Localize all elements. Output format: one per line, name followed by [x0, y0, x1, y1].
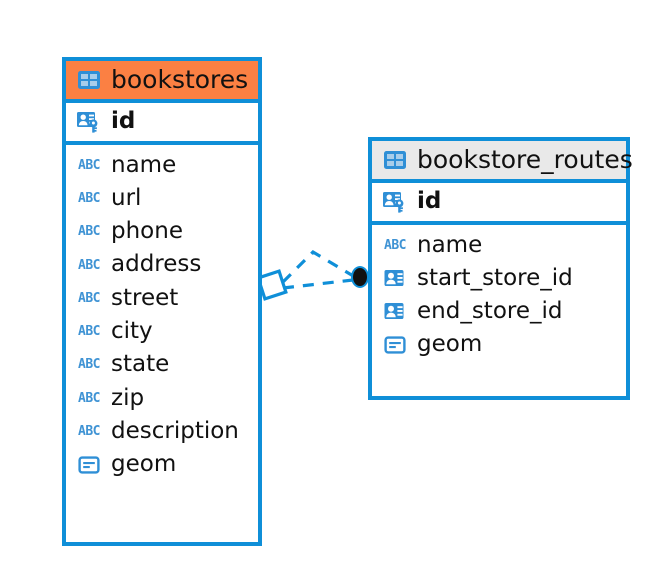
- abc-text-icon: ABC: [78, 390, 100, 406]
- field-label: name: [417, 231, 483, 258]
- field-label: url: [111, 184, 142, 211]
- field-label: name: [111, 151, 177, 178]
- field-row-end-store-id[interactable]: end_store_id: [372, 295, 626, 328]
- entity-header-bookstore-routes: bookstore_routes: [372, 141, 633, 184]
- primary-key-icon: [76, 111, 102, 133]
- entity-title: bookstore_routes: [417, 145, 633, 174]
- field-row-phone[interactable]: ABC phone: [66, 215, 258, 248]
- entity-bookstores[interactable]: bookstores: [62, 57, 262, 546]
- field-row-primary-key[interactable]: id: [66, 103, 258, 145]
- field-row-zip[interactable]: ABC zip: [66, 382, 258, 415]
- field-label: address: [111, 251, 202, 278]
- table-icon: [76, 69, 102, 91]
- field-row-description[interactable]: ABC description: [66, 415, 258, 448]
- field-row-name[interactable]: ABC name: [372, 229, 626, 262]
- field-row-primary-key[interactable]: id: [372, 183, 626, 225]
- primary-key-icon: [382, 191, 408, 213]
- geometry-icon: [382, 334, 408, 356]
- field-list-bookstore-routes: ABC name start_store_id: [372, 225, 626, 368]
- field-label: geom: [417, 331, 483, 358]
- diamond-marker: [256, 269, 288, 301]
- field-row-name[interactable]: ABC name: [66, 149, 258, 182]
- entity-header-bookstores: bookstores: [66, 61, 258, 104]
- abc-text-icon: ABC: [78, 224, 100, 240]
- table-icon: [382, 149, 408, 171]
- foreign-key-icon: [382, 301, 408, 323]
- field-label: geom: [111, 451, 177, 478]
- abc-text-icon: ABC: [78, 290, 100, 306]
- field-label: id: [417, 188, 442, 215]
- entity-bookstore-routes[interactable]: bookstore_routes: [368, 137, 633, 400]
- field-row-city[interactable]: ABC city: [66, 315, 258, 348]
- abc-text-icon: ABC: [384, 237, 406, 253]
- field-label: street: [111, 284, 179, 311]
- field-list-bookstores: ABC name ABC url ABC phone ABC address A…: [66, 145, 258, 488]
- field-label: id: [111, 108, 136, 135]
- abc-text-icon: ABC: [78, 157, 100, 173]
- field-row-address[interactable]: ABC address: [66, 248, 258, 281]
- field-label: phone: [111, 218, 183, 245]
- field-row-geom[interactable]: geom: [66, 448, 258, 481]
- field-row-state[interactable]: ABC state: [66, 348, 258, 381]
- field-label: state: [111, 351, 170, 378]
- field-label: city: [111, 318, 153, 345]
- relationship-branch-upper: [281, 249, 356, 284]
- geometry-icon: [76, 454, 102, 476]
- field-label: zip: [111, 384, 145, 411]
- field-label: end_store_id: [417, 298, 563, 325]
- entity-title: bookstores: [111, 65, 249, 94]
- abc-text-icon: ABC: [78, 257, 100, 273]
- field-label: description: [111, 417, 239, 444]
- abc-text-icon: ABC: [78, 324, 100, 340]
- filled-circle-marker: [351, 266, 369, 288]
- field-label: start_store_id: [417, 264, 573, 291]
- field-row-start-store-id[interactable]: start_store_id: [372, 262, 626, 295]
- abc-text-icon: ABC: [78, 424, 100, 440]
- abc-text-icon: ABC: [78, 190, 100, 206]
- field-row-geom[interactable]: geom: [372, 328, 626, 361]
- foreign-key-icon: [382, 267, 408, 289]
- field-row-street[interactable]: ABC street: [66, 282, 258, 315]
- abc-text-icon: ABC: [78, 357, 100, 373]
- relationship-branch-lower: [282, 278, 354, 290]
- field-row-url[interactable]: ABC url: [66, 182, 258, 215]
